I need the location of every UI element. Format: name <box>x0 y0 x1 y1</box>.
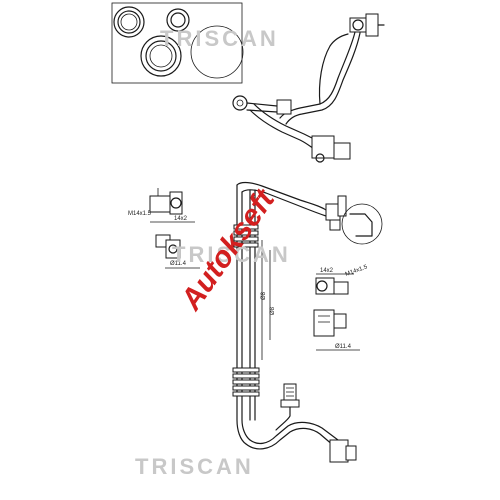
fitting-left-upper <box>149 188 183 215</box>
o-ring-large <box>113 6 145 38</box>
upper-fitting-top <box>349 13 385 37</box>
dimension-upper-left-a: M14x1.5 <box>128 211 152 217</box>
watermark-top: TRISCAN <box>160 26 279 51</box>
vertical-tube <box>236 184 247 445</box>
dimension-left-c: Ø11.4 <box>170 261 187 267</box>
seal-kit-box <box>111 2 244 84</box>
left-detail-fittings: M14x1.5 14x2 Ø11.4 <box>128 188 200 269</box>
hose-end-fitting-right <box>325 195 347 231</box>
o-ring-medium <box>140 35 182 77</box>
main-hose: Ø8 Ø8 <box>232 181 383 463</box>
watermark-middle: TRISCAN <box>172 242 291 267</box>
fitting-right-lower <box>313 309 347 337</box>
fitting-left-lower <box>155 234 181 259</box>
hose-end-fitting-bottom <box>329 439 357 463</box>
hose-collar-lower <box>232 367 260 397</box>
upper-clamp <box>232 95 292 115</box>
dimension-right-a: 14x2 <box>320 268 334 274</box>
dimension-upper-left-b: 14x2 <box>174 216 188 222</box>
dimension-right-b: M14x1.5 <box>345 264 369 278</box>
fitting-right-upper <box>315 277 349 295</box>
detail-view-right <box>341 203 383 245</box>
hose-collar-upper <box>233 224 259 248</box>
dimension-right-c: Ø11.4 <box>335 344 352 350</box>
pressure-switch <box>275 383 300 431</box>
dimension-vertical-b: Ø8 <box>270 306 276 315</box>
upper-hose-assembly <box>232 13 385 163</box>
watermark-bottom: TRISCAN <box>135 454 254 479</box>
o-ring-outline <box>190 25 244 79</box>
o-ring-small <box>166 8 190 32</box>
right-detail-fittings: 14x2 M14x1.5 Ø11.4 <box>313 264 369 351</box>
dimension-vertical-a: Ø8 <box>261 291 267 300</box>
upper-fitting-bottom <box>311 135 351 163</box>
